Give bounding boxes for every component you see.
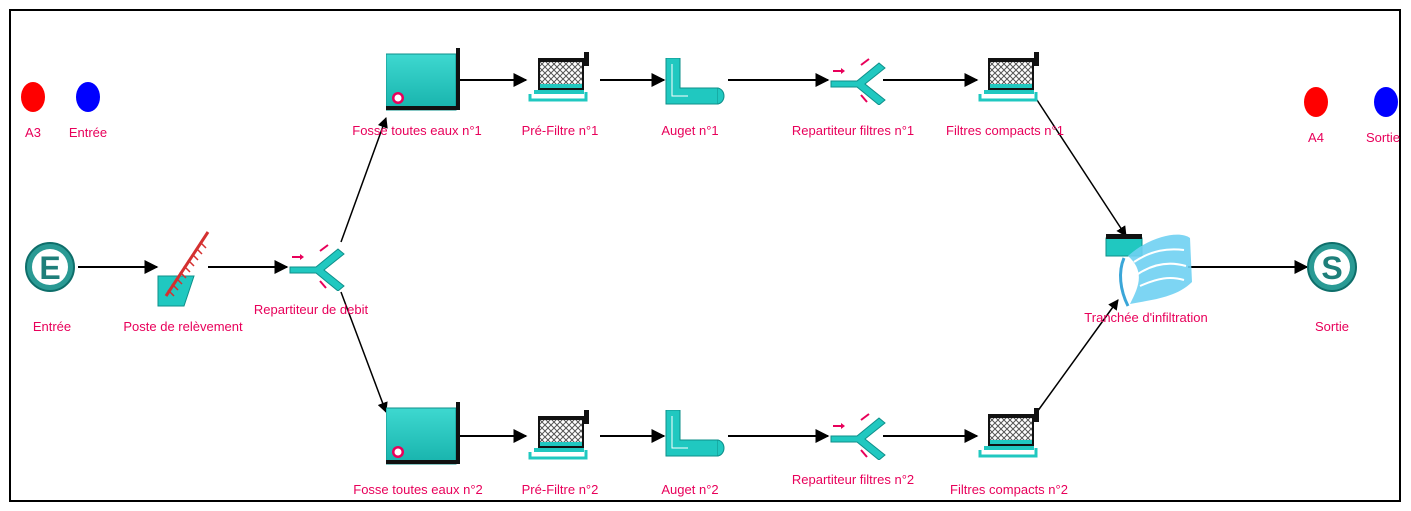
legend-entree-label: Entrée [69,125,107,140]
fosse2-label: Fosse toutes eaux n°2 [353,482,483,497]
flow-splitter-icon [830,58,886,105]
fosse1-label: Fosse toutes eaux n°1 [352,123,482,138]
node-filtres1[interactable]: Filtres compacts n°1 [946,52,1064,138]
lift-station-icon [157,231,210,307]
repfiltres1-label: Repartiteur filtres n°1 [792,123,914,138]
node-repfiltres1[interactable]: Repartiteur filtres n°1 [792,58,914,138]
tranchee-label: Tranchée d'infiltration [1084,310,1207,325]
node-prefiltre2[interactable]: Pré-Filtre n°2 [522,410,599,497]
entree-label: Entrée [33,319,71,334]
legend-a3-label: A3 [25,125,41,140]
filter-icon [528,52,591,102]
flow-splitter-icon [289,244,345,291]
legend-sortie-blue-dot [1374,87,1398,117]
node-filtres2[interactable]: Filtres compacts n°2 [950,408,1068,497]
node-sortie[interactable]: S Sortie [1307,242,1357,334]
arrow-filtres1-tranchee [1036,99,1127,237]
repfiltres2-label: Repartiteur filtres n°2 [792,472,914,487]
node-tranchee[interactable]: Tranchée d'infiltration [1084,234,1208,325]
legend-sortie-label: Sortie [1366,130,1400,145]
node-repartiteur-debit[interactable]: Repartiteur de debit [254,244,369,317]
flow-splitter-icon [830,413,886,460]
septic-tank-icon [386,402,461,465]
filter-icon [528,410,591,460]
septic-tank-icon [386,48,461,111]
arrow-filtres2-tranchee [1036,299,1119,413]
legend-a3-red-dot [21,82,45,112]
sortie-label: Sortie [1315,319,1349,334]
poste-label: Poste de relèvement [123,319,243,334]
node-fosse1[interactable]: Fosse toutes eaux n°1 [352,48,482,138]
legend-left: A3 Entrée [21,82,107,140]
node-fosse2[interactable]: Fosse toutes eaux n°2 [353,402,483,497]
auget1-label: Auget n°1 [661,123,718,138]
filtres2-label: Filtres compacts n°2 [950,482,1068,497]
legend-a4-red-dot [1304,87,1328,117]
node-auget1[interactable]: Auget n°1 [661,58,725,138]
legend-entree-blue-dot [76,82,100,112]
prefiltre2-label: Pré-Filtre n°2 [522,482,599,497]
node-entree[interactable]: E Entrée [25,242,75,334]
trough-icon [665,58,725,105]
node-prefiltre1[interactable]: Pré-Filtre n°1 [522,52,599,138]
sortie-letter: S [1321,250,1342,286]
node-poste[interactable]: Poste de relèvement [123,231,243,334]
flow-arrows [78,73,1309,443]
legend-a4-label: A4 [1308,130,1324,145]
entree-letter: E [39,250,60,286]
node-auget2[interactable]: Auget n°2 [661,410,725,497]
repartiteur-debit-label: Repartiteur de debit [254,302,369,317]
trough-icon [665,410,725,457]
node-repfiltres2[interactable]: Repartiteur filtres n°2 [792,413,914,487]
infiltration-trench-icon [1105,234,1192,307]
legend-right: A4 Sortie [1304,87,1400,145]
prefiltre1-label: Pré-Filtre n°1 [522,123,599,138]
filtres1-label: Filtres compacts n°1 [946,123,1064,138]
arrow-repartiteur-fosse2 [340,291,388,413]
arrow-repartiteur-fosse1 [340,117,388,243]
compact-filter-icon [978,52,1041,102]
auget2-label: Auget n°2 [661,482,718,497]
compact-filter-icon [978,408,1041,458]
